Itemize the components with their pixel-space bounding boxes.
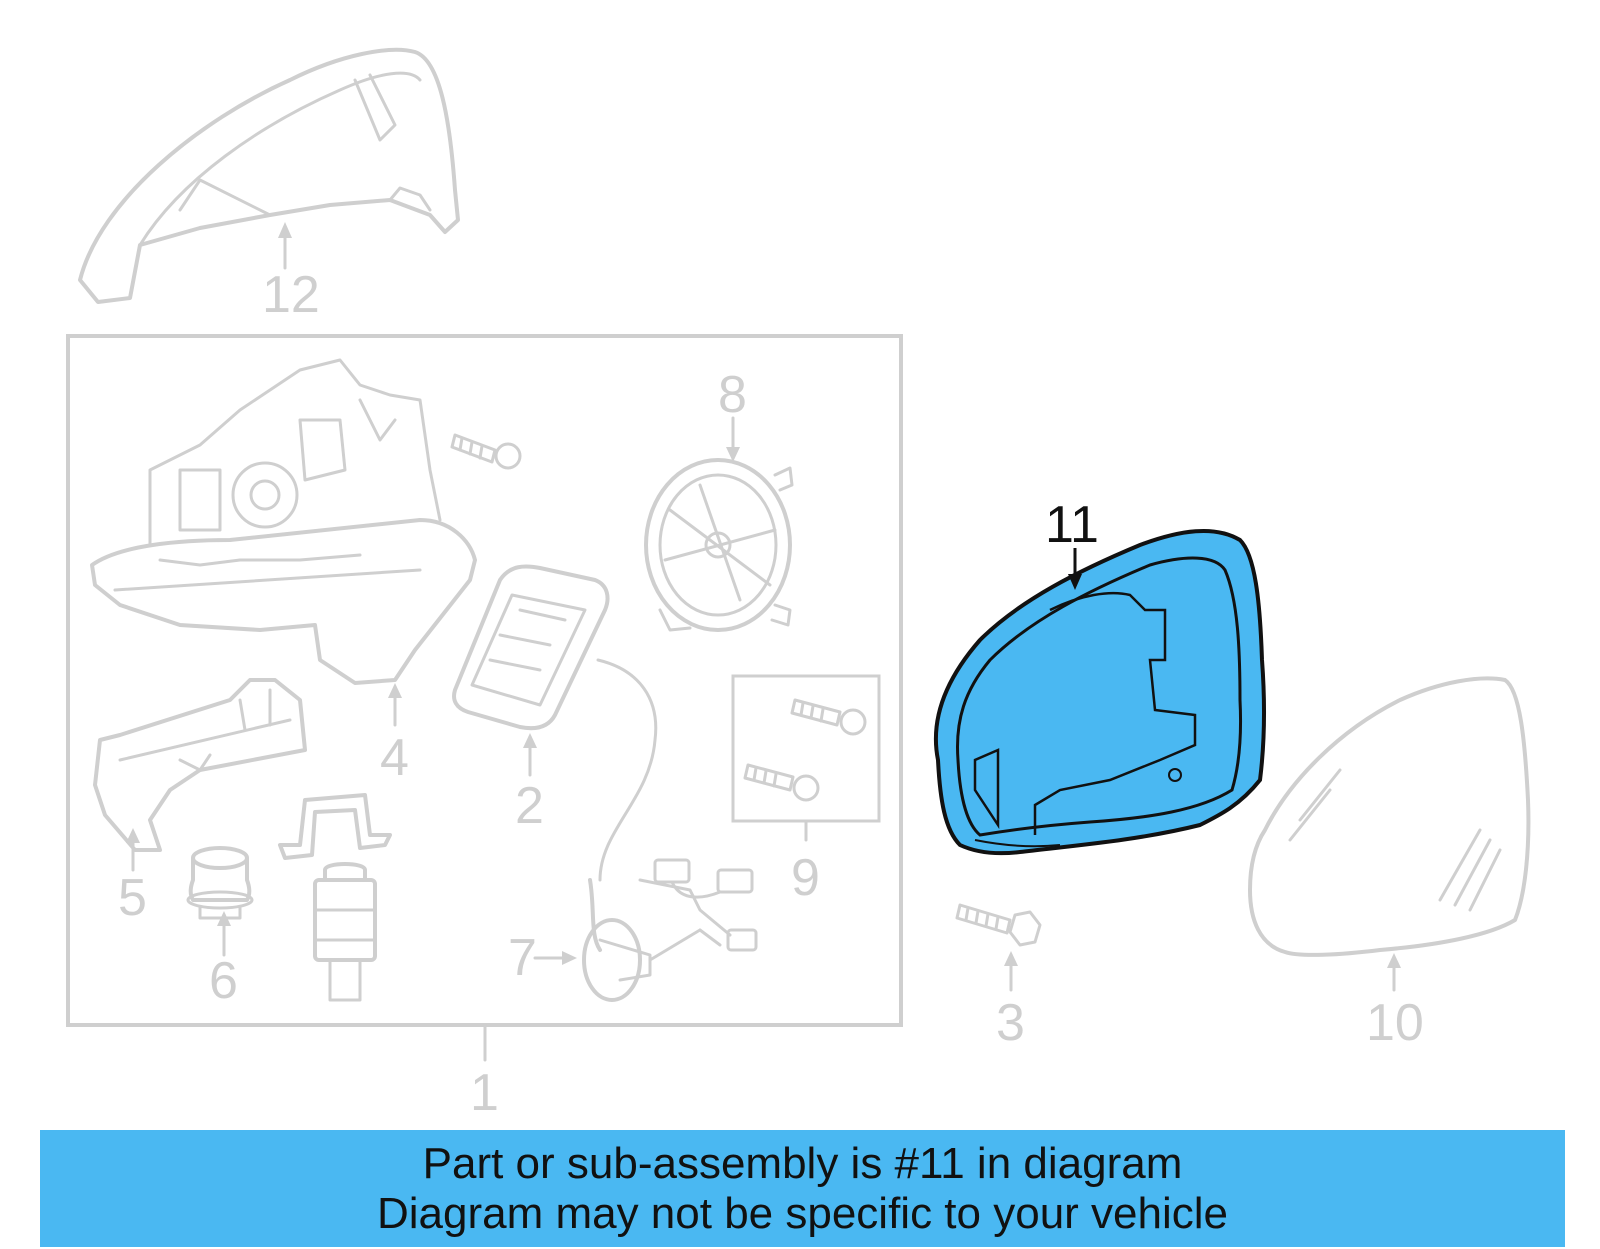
callout-8: 8 [718, 366, 747, 462]
part-4-mirror-housing [90, 358, 477, 685]
part-5-bracket [93, 678, 307, 852]
part-2-lamp [452, 564, 658, 882]
assembly-box [66, 334, 903, 1027]
part-clip [278, 793, 392, 860]
callout-1: 1 [470, 1023, 499, 1122]
part-7-harness [582, 858, 758, 1002]
part-4-bolt [450, 433, 522, 470]
part-6-actuator [186, 846, 254, 920]
svg-text:12: 12 [262, 266, 320, 324]
callout-2: 2 [515, 733, 544, 835]
banner-line-2: Diagram may not be specific to your vehi… [376, 1188, 1229, 1238]
callout-4: 4 [380, 683, 409, 787]
callout-5: 5 [118, 828, 147, 927]
svg-text:2: 2 [515, 777, 544, 835]
svg-text:6: 6 [209, 952, 238, 1010]
banner-line-1: Part or sub-assembly is #11 in diagram [422, 1138, 1183, 1188]
svg-text:4: 4 [380, 729, 409, 787]
svg-text:10: 10 [1366, 994, 1424, 1052]
callout-9: 9 [791, 821, 820, 907]
callout-7: 7 [508, 929, 577, 987]
callout-3: 3 [996, 951, 1025, 1052]
svg-text:9: 9 [791, 849, 820, 907]
callout-12: 12 [262, 222, 320, 324]
svg-text:7: 7 [508, 929, 537, 987]
info-banner: Part or sub-assembly is #11 in diagram D… [40, 1130, 1565, 1247]
part-11-mirror-holder [933, 529, 1267, 856]
callout-10: 10 [1366, 953, 1424, 1052]
part-8-motor [644, 458, 794, 632]
part-3-screw [955, 903, 1042, 947]
part-switch [313, 862, 377, 1002]
part-9-screws [731, 674, 881, 823]
callout-11: 11 [1045, 496, 1099, 590]
svg-text:1: 1 [470, 1064, 499, 1122]
svg-text:8: 8 [718, 366, 747, 424]
svg-text:3: 3 [996, 994, 1025, 1052]
svg-text:5: 5 [118, 869, 147, 927]
part-12-mirror-cover [78, 47, 460, 304]
callout-6: 6 [209, 911, 238, 1010]
part-10-mirror-glass [1248, 676, 1531, 957]
svg-text:11: 11 [1045, 496, 1099, 554]
